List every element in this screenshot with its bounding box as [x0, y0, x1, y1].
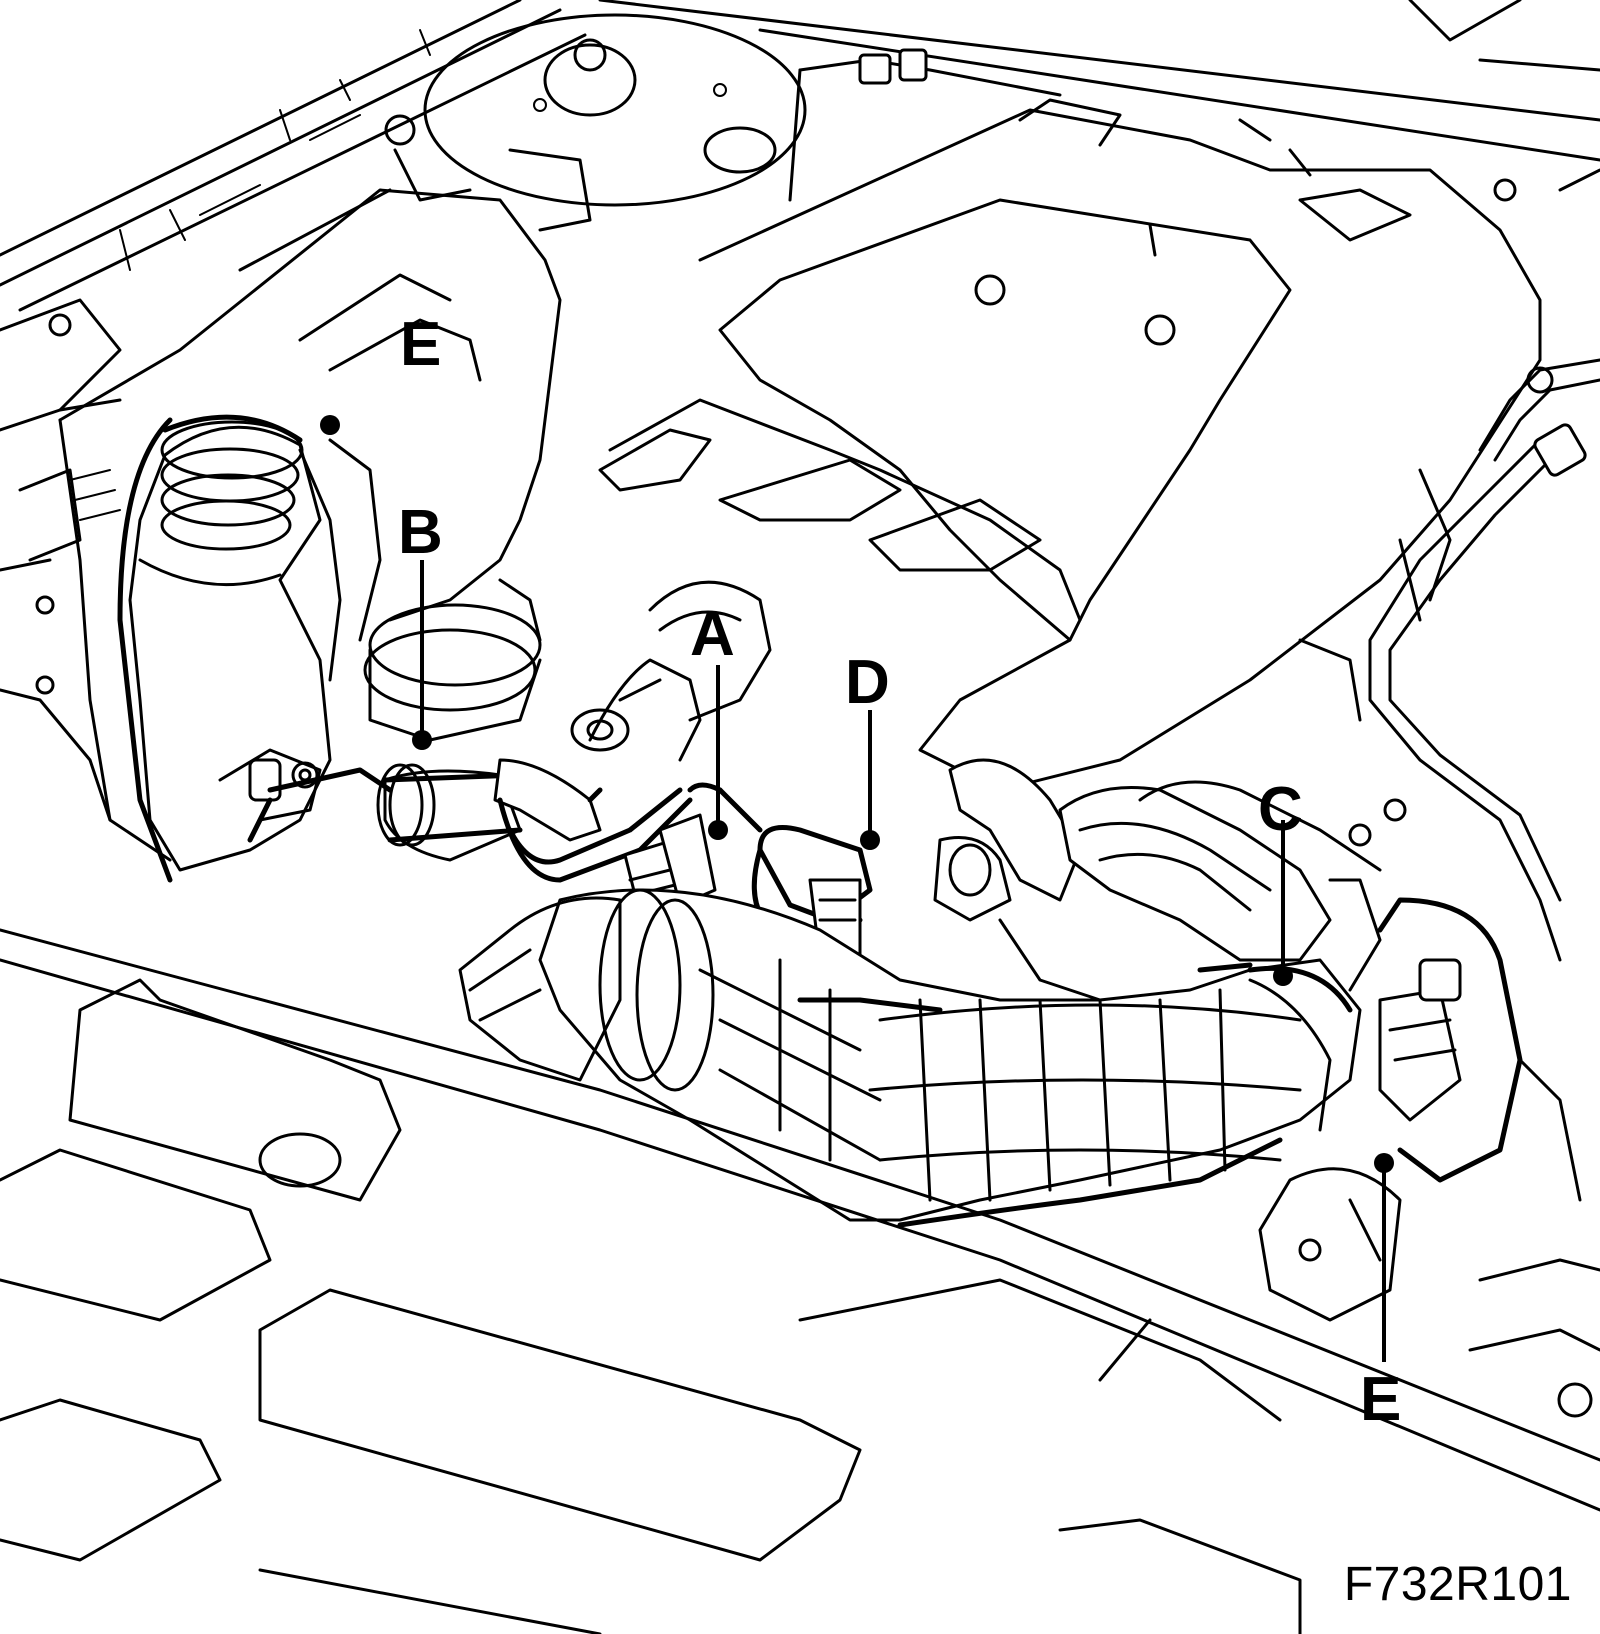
- strut-tower: [384, 13, 807, 232]
- sensor-connector-right: [1258, 897, 1600, 1418]
- front-panel: [0, 928, 1600, 1634]
- figure-id-label: F732R101: [1343, 1558, 1572, 1611]
- brake-lines: [788, 48, 1062, 202]
- air-filter-housing: [0, 188, 562, 862]
- hood-frame: [0, 0, 587, 432]
- intake-manifold: [933, 758, 1407, 1012]
- callout-e-upper: E: [400, 310, 441, 379]
- callout-d: D: [845, 648, 890, 717]
- engine-cover: [598, 98, 1554, 792]
- right-pipes: [1298, 358, 1600, 962]
- callout-leaders: [320, 415, 1394, 1362]
- wiring-harness: [247, 767, 1253, 1013]
- callout-e-lower: E: [1360, 1365, 1401, 1434]
- callout-a: A: [690, 600, 735, 669]
- intake-tube-left: [117, 414, 382, 883]
- cowl-panel: [598, 0, 1600, 192]
- hose-b: [376, 763, 523, 862]
- callout-c: C: [1258, 775, 1303, 844]
- callout-b: B: [398, 498, 443, 567]
